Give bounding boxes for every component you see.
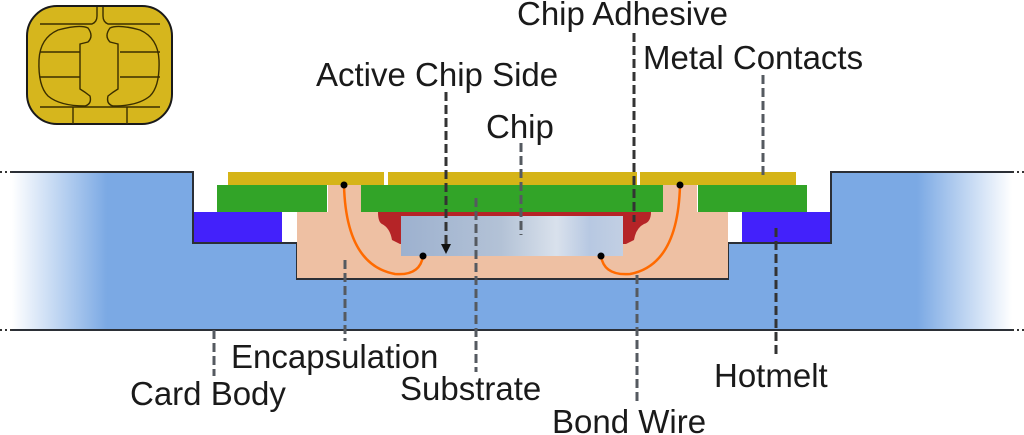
label-encapsulation: Encapsulation (231, 338, 438, 375)
smart-card-contact-pad-icon (26, 5, 173, 125)
label-card-body: Card Body (130, 375, 286, 412)
bond-wires (340, 181, 684, 276)
card-body (0, 171, 1024, 331)
arrow-head-active-chip-side (441, 244, 451, 254)
metal-contacts (228, 172, 796, 185)
label-active-chip-side: Active Chip Side (316, 56, 558, 93)
label-hotmelt: Hotmelt (714, 357, 828, 394)
label-substrate: Substrate (400, 370, 541, 407)
hotmelt-left (194, 212, 282, 242)
label-metal-contacts: Metal Contacts (643, 39, 863, 76)
label-chip-adhesive: Chip Adhesive (517, 0, 728, 32)
label-bond-wire: Bond Wire (552, 403, 706, 435)
label-chip: Chip (486, 108, 554, 145)
hotmelt-right (742, 212, 830, 242)
chip (401, 216, 623, 256)
substrate (217, 185, 807, 212)
